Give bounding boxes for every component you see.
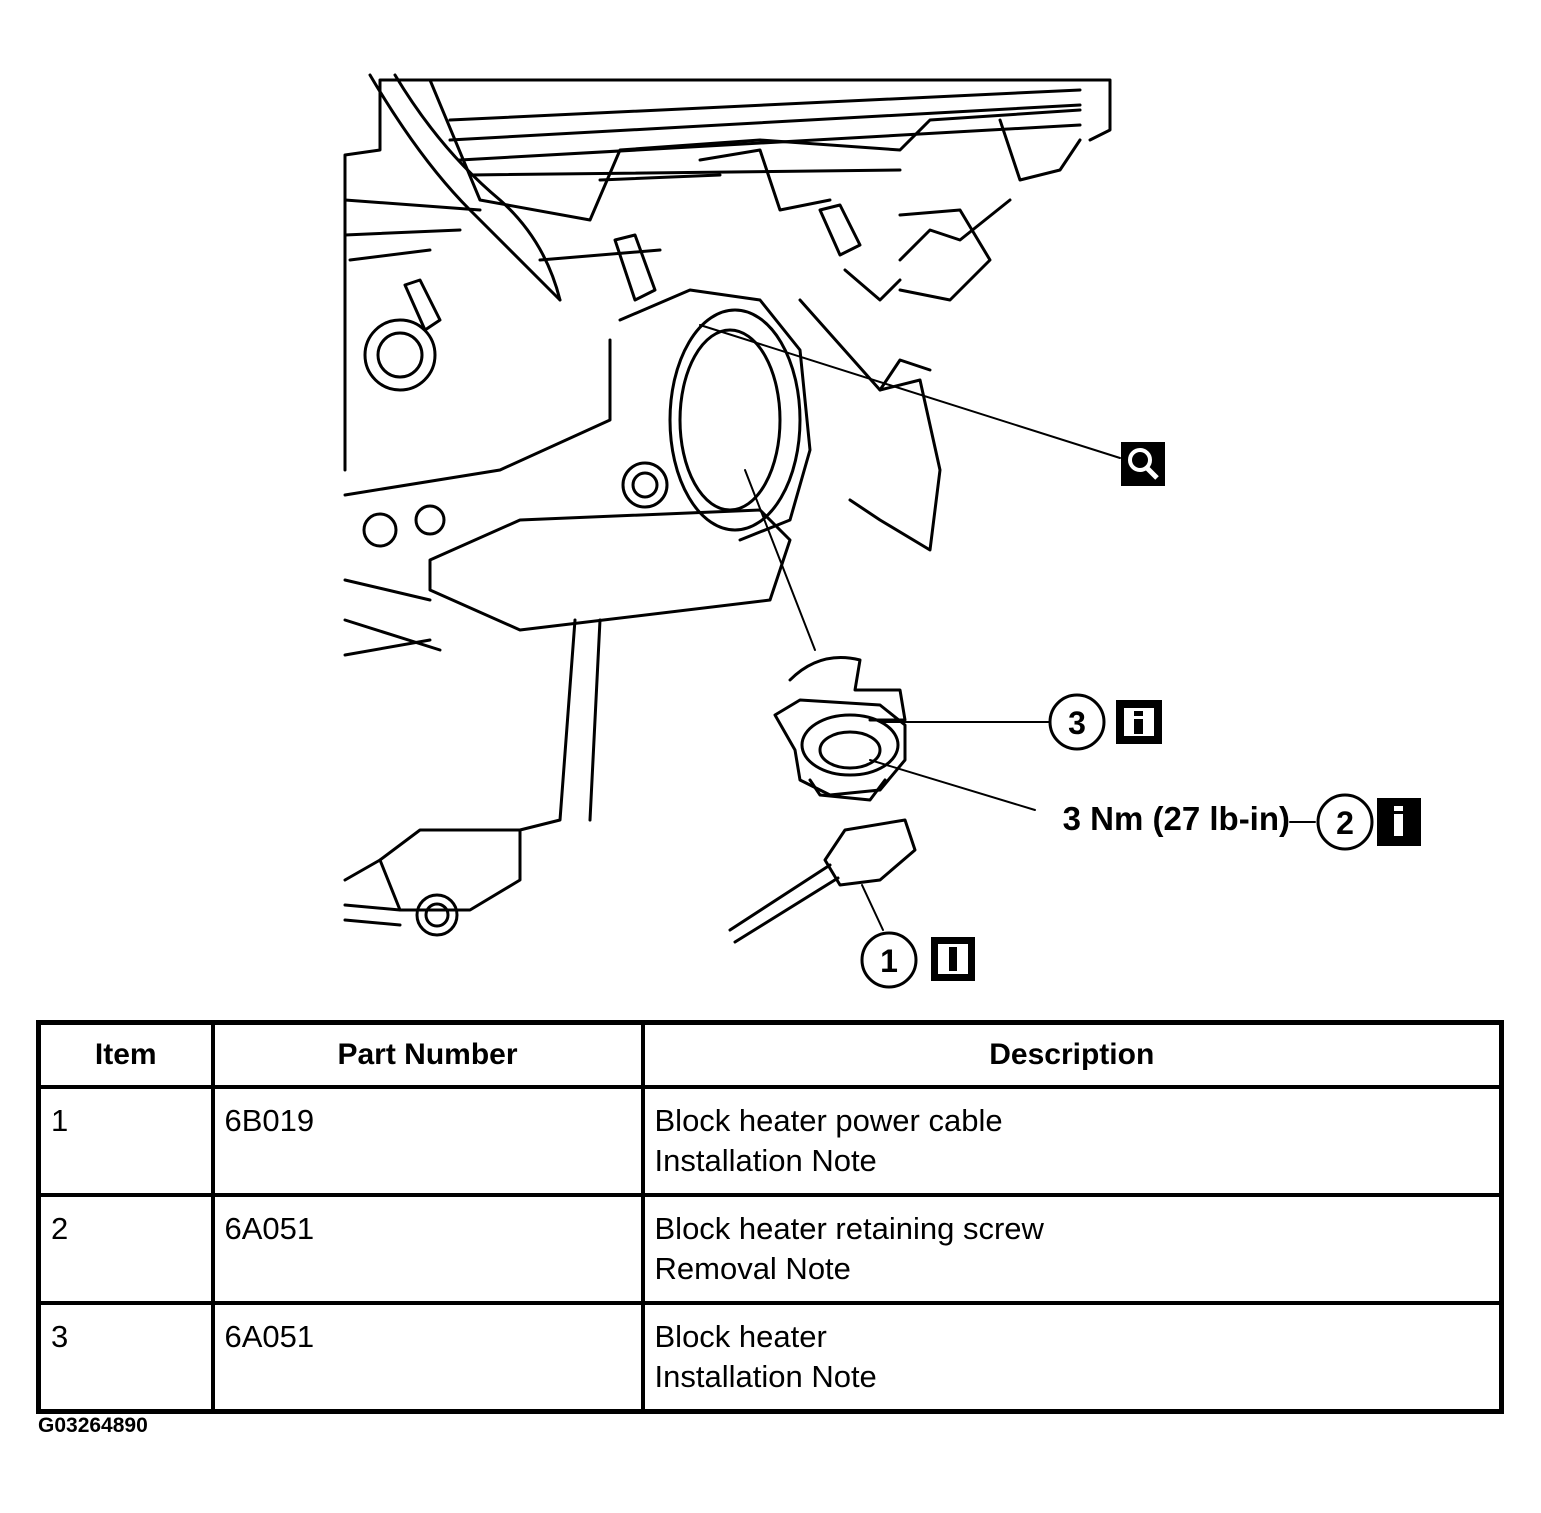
magnify-icon [1121, 442, 1165, 486]
note-line: Installation Note [654, 1143, 877, 1178]
cell-item: 3 [36, 1301, 215, 1414]
header-part-number: Part Number [210, 1020, 645, 1089]
cell-item: 2 [36, 1193, 215, 1305]
description-line: Block heater power cable [654, 1103, 1003, 1138]
table-header-row: Item Part Number Description [36, 1020, 1504, 1089]
torque-spec: 3 Nm (27 lb-in) [1063, 800, 1290, 837]
cell-description: Block heater power cable Installation No… [640, 1085, 1504, 1197]
note-line: Removal Note [654, 1251, 851, 1286]
info-icon [931, 937, 975, 981]
svg-text:1: 1 [880, 943, 898, 979]
info-icon [1116, 700, 1162, 744]
note-line: Installation Note [654, 1359, 877, 1394]
cell-part-number: 6A051 [210, 1301, 645, 1414]
figure-id: G03264890 [38, 1414, 148, 1437]
table-row: 1 6B019 Block heater power cable Install… [36, 1085, 1504, 1197]
cell-part-number: 6A051 [210, 1193, 645, 1305]
description-line: Block heater [654, 1319, 827, 1354]
callout-item-2: 2 [1316, 793, 1374, 851]
parts-table: Item Part Number Description 1 6B019 Blo… [36, 1020, 1504, 1414]
cell-item: 1 [36, 1085, 215, 1197]
table-row: 2 6A051 Block heater retaining screw Rem… [36, 1193, 1504, 1305]
cell-description: Block heater retaining screw Removal Not… [640, 1193, 1504, 1305]
svg-text:3: 3 [1068, 705, 1086, 741]
table-row: 3 6A051 Block heater Installation Note [36, 1301, 1504, 1414]
header-description: Description [640, 1020, 1504, 1089]
cell-part-number: 6B019 [210, 1085, 645, 1197]
cell-description: Block heater Installation Note [640, 1301, 1504, 1414]
callout-item-1: 1 [860, 931, 918, 989]
header-item: Item [36, 1020, 215, 1089]
svg-text:2: 2 [1336, 805, 1354, 841]
engine-block-illustration: 3 3 Nm (27 lb-in) 2 1 [343, 73, 1421, 989]
callout-item-3: 3 [1048, 693, 1106, 751]
info-icon [1377, 798, 1421, 846]
description-line: Block heater retaining screw [654, 1211, 1044, 1246]
